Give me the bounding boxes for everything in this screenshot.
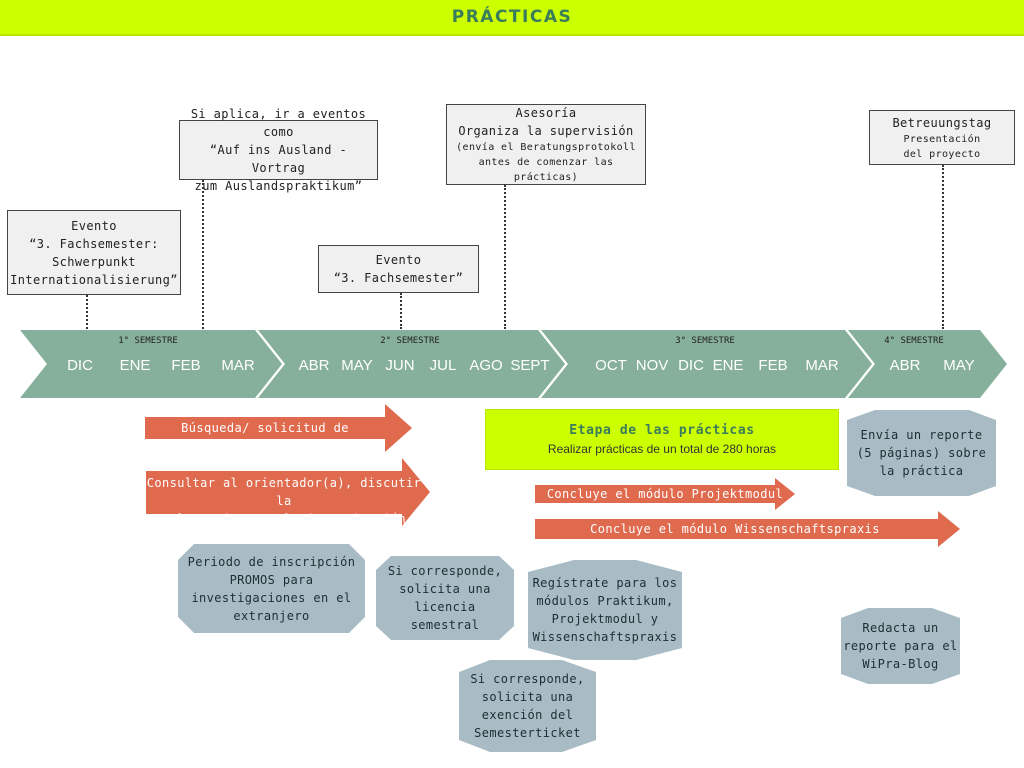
connector-asesoria [504, 185, 506, 329]
note-betreuungstag: Betreuungstag Presentación del proyecto [869, 110, 1015, 165]
hex-registrate-label: Regístrate para los módulos Praktikum, P… [532, 576, 678, 644]
month-dic: DIC [67, 357, 93, 374]
hex-semesterticket-label: Si corresponde, solicita una exención de… [470, 672, 585, 740]
month-ene-2: ENE [713, 357, 744, 374]
connector-ausland [202, 180, 204, 329]
month-mar-2: MAR [805, 357, 839, 374]
note-evento-fachsemester: Evento “3. Fachsemester” [318, 245, 479, 293]
note-asesoria: Asesoría Organiza la supervisión (envía … [446, 104, 646, 185]
arrow-projektmodul-label: Concluye el módulo Projektmodul [546, 487, 784, 501]
hex-promos [178, 544, 365, 633]
hex-licencia-label: Si corresponde, solicita una licencia se… [387, 564, 503, 632]
month-abr: ABR [299, 357, 330, 374]
connector-evento-internacional [86, 295, 88, 329]
month-abr-2: ABR [890, 357, 921, 374]
month-ene: ENE [120, 357, 151, 374]
arrow-busqueda [145, 404, 412, 452]
arrow-consultar [146, 458, 430, 526]
month-may-2: MAY [943, 357, 974, 374]
hex-wipra [841, 608, 960, 684]
month-oct: OCT [595, 357, 627, 374]
semester-3-chevron [541, 330, 872, 398]
page-title: PRÁCTICAS [451, 7, 573, 27]
hex-reporte [847, 410, 996, 496]
title-bar: PRÁCTICAS [0, 0, 1024, 36]
month-may: MAY [341, 357, 372, 374]
etapa-title: Etapa de las prácticas [569, 423, 755, 438]
hex-semesterticket [459, 660, 596, 752]
semester-4-chevron [848, 330, 1007, 398]
month-dic-2: DIC [678, 357, 704, 374]
arrow-wissenschaftspraxis [535, 511, 960, 547]
connector-betreuungstag [942, 165, 944, 329]
hex-promos-label: Periodo de inscripción PROMOS para inves… [187, 554, 356, 623]
arrow-wissenschaftspraxis-label: Concluye el módulo Wissenschaftspraxis [590, 522, 880, 536]
connector-evento-fachsemester [400, 293, 402, 329]
month-jun: JUN [385, 357, 414, 374]
month-jul: JUL [430, 357, 457, 374]
month-sept: SEPT [510, 357, 549, 374]
semester-3-label: 3° SEMESTRE [675, 336, 735, 346]
arrow-consultar-label: Consultar al orientador(a), discutir la … [146, 476, 422, 526]
hex-registrate [528, 560, 682, 660]
month-feb: FEB [171, 357, 200, 374]
etapa-subtitle: Realizar prácticas de un total de 280 ho… [547, 442, 777, 456]
semester-2-chevron [258, 330, 565, 398]
hex-reporte-label: Envía un reporte (5 páginas) sobre la pr… [856, 428, 987, 478]
etapa-practicas-box: Etapa de las prácticas Realizar práctica… [485, 409, 839, 470]
semester-4-label: 4° SEMESTRE [884, 336, 944, 346]
hex-wipra-label: Redacta un reporte para el WiPra-Blog [843, 621, 958, 671]
semester-1-label: 1° SEMESTRE [118, 336, 178, 346]
arrow-projektmodul [535, 478, 795, 510]
month-ago: AGO [469, 357, 502, 374]
month-mar: MAR [221, 357, 255, 374]
semester-1-chevron [20, 330, 282, 398]
note-ausland: Si aplica, ir a eventos como “Auf ins Au… [179, 107, 378, 193]
month-nov: NOV [636, 357, 669, 374]
arrow-busqueda-label: Búsqueda/ solicitud de prácticas [181, 421, 349, 453]
semester-2-label: 2° SEMESTRE [380, 336, 440, 346]
note-evento-internacional: Evento “3. Fachsemester: Schwerpunkt Int… [7, 210, 181, 295]
hex-licencia [376, 556, 514, 640]
timeline: 1° SEMESTRE 2° SEMESTRE 3° SEMESTRE 4° S… [20, 330, 1007, 398]
month-feb-2: FEB [758, 357, 787, 374]
